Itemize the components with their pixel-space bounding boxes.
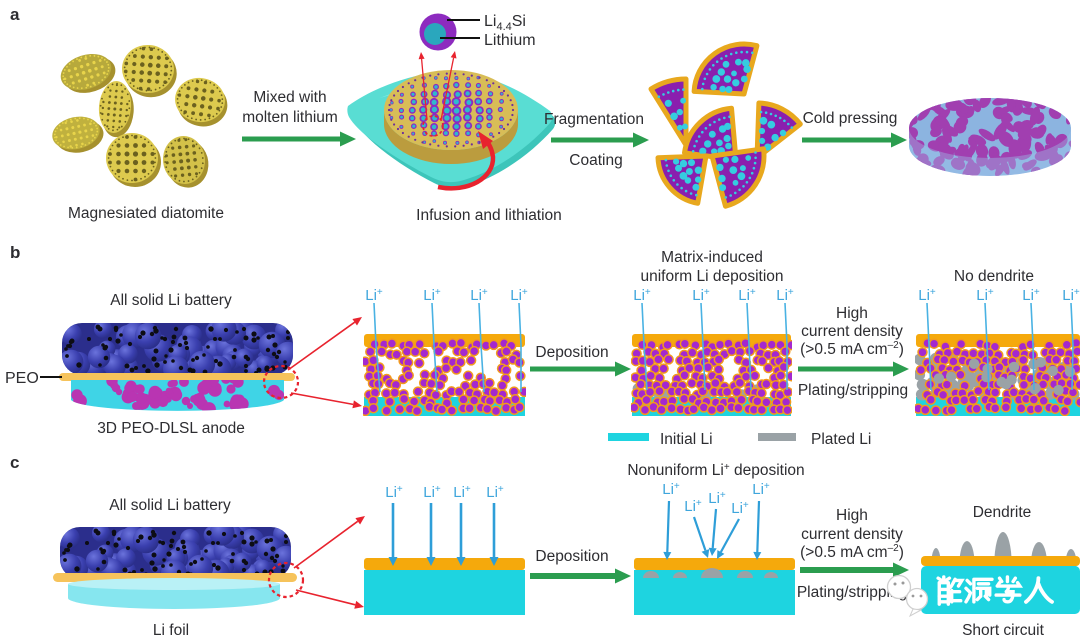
svg-text:Mixed with: Mixed with bbox=[253, 89, 326, 106]
svg-text:Nonuniform Li+ deposition: Nonuniform Li+ deposition bbox=[627, 462, 804, 479]
svg-text:High: High bbox=[836, 507, 868, 524]
svg-text:uniform Li deposition: uniform Li deposition bbox=[640, 268, 783, 285]
svg-text:3D PEO-DLSL anode: 3D PEO-DLSL anode bbox=[97, 420, 245, 437]
svg-text:current density: current density bbox=[801, 526, 903, 543]
svg-text:Li foil: Li foil bbox=[153, 622, 189, 639]
svg-text:Coating: Coating bbox=[569, 152, 622, 169]
svg-text:Matrix-induced: Matrix-induced bbox=[661, 249, 763, 266]
svg-text:current density: current density bbox=[801, 323, 903, 340]
svg-text:Fragmentation: Fragmentation bbox=[544, 111, 644, 128]
svg-text:Deposition: Deposition bbox=[535, 344, 608, 361]
svg-text:All solid Li battery: All solid Li battery bbox=[110, 292, 232, 309]
svg-text:b: b bbox=[10, 243, 20, 262]
svg-text:c: c bbox=[10, 453, 19, 472]
svg-text:Deposition: Deposition bbox=[535, 548, 608, 565]
svg-text:Lithium: Lithium bbox=[484, 32, 536, 49]
svg-text:Dendrite: Dendrite bbox=[973, 504, 1032, 521]
svg-text:Magnesiated diatomite: Magnesiated diatomite bbox=[68, 205, 224, 222]
svg-text:(>0.5 mA cm–2): (>0.5 mA cm–2) bbox=[800, 543, 904, 561]
svg-text:(>0.5 mA cm–2): (>0.5 mA cm–2) bbox=[800, 340, 904, 358]
svg-text:PEO: PEO bbox=[5, 370, 39, 387]
svg-text:Plating/stripping: Plating/stripping bbox=[798, 382, 908, 399]
svg-text:Initial Li: Initial Li bbox=[660, 431, 713, 448]
svg-text:a: a bbox=[10, 5, 20, 24]
svg-text:Li4.4Si: Li4.4Si bbox=[484, 13, 526, 33]
svg-text:High: High bbox=[836, 305, 868, 322]
svg-text:Infusion and lithiation: Infusion and lithiation bbox=[416, 207, 562, 224]
svg-text:Cold pressing: Cold pressing bbox=[803, 110, 898, 127]
svg-text:molten lithium: molten lithium bbox=[242, 109, 338, 126]
svg-text:Plating/stripping: Plating/stripping bbox=[797, 584, 907, 601]
svg-text:Plated Li: Plated Li bbox=[811, 431, 871, 448]
svg-text:No dendrite: No dendrite bbox=[954, 268, 1034, 285]
svg-text:All solid Li battery: All solid Li battery bbox=[109, 497, 231, 514]
svg-text:Short circuit: Short circuit bbox=[962, 622, 1045, 639]
